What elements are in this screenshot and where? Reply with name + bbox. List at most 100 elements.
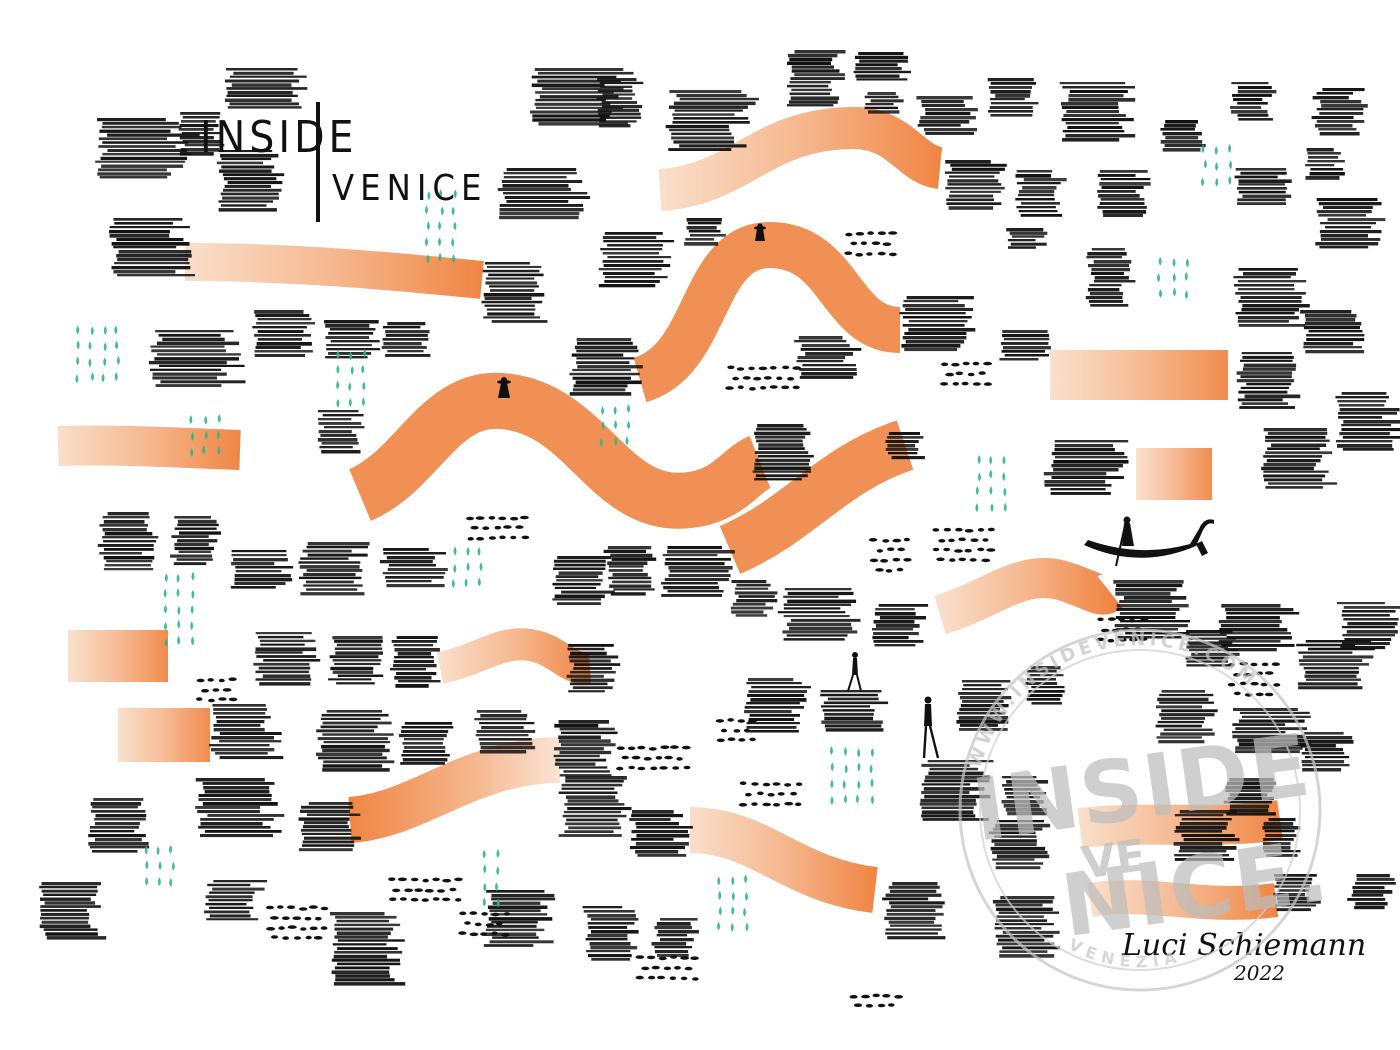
ink-brush-block (328, 636, 384, 685)
ink-brush-block (1015, 170, 1067, 217)
orange-canal-stroke (184, 243, 484, 299)
ink-brush-block (882, 882, 946, 940)
dot-cluster (266, 905, 329, 940)
green-drop-cluster (1157, 256, 1189, 300)
title-venice: VENICE (332, 168, 487, 209)
orange-block (118, 708, 210, 762)
ink-brush-block (252, 310, 315, 357)
ink-brush-block (530, 68, 634, 126)
green-drop-cluster (144, 844, 175, 887)
orange-canal-stroke (57, 425, 241, 470)
ink-brush-block (97, 512, 159, 571)
ink-brush-block (298, 802, 361, 852)
ink-brush-block (864, 92, 904, 114)
dot-cluster (466, 515, 530, 541)
dot-cluster (635, 955, 699, 981)
ink-brush-block (379, 548, 448, 588)
dot-cluster (868, 537, 912, 573)
dot-cluster (738, 781, 803, 807)
figures-and-gondola (497, 223, 1214, 759)
ink-brush-block (88, 798, 150, 853)
ink-brush-block (178, 112, 225, 156)
ink-brush-block (1155, 690, 1218, 744)
ink-brush-block (786, 50, 846, 107)
ink-brush-block (298, 542, 370, 596)
ink-brush-block (1234, 168, 1292, 205)
dot-cluster (932, 527, 996, 563)
person-figure (754, 223, 766, 241)
ink-brush-block (1043, 440, 1129, 495)
ink-brush-block (992, 896, 1060, 958)
ink-brush-block (603, 546, 657, 596)
orange-canal-stroke (631, 221, 903, 403)
ink-brush-block (1305, 148, 1345, 180)
ink-brush-block (204, 880, 268, 921)
dot-cluster (844, 231, 898, 257)
ink-brush-block (224, 68, 308, 109)
ink-brush-block (1335, 392, 1400, 451)
dot-cluster (616, 745, 691, 771)
ink-brush-block (777, 588, 861, 641)
ink-brush-block (1218, 604, 1300, 652)
ink-brush-block (1311, 88, 1368, 136)
ink-brush-block (1236, 352, 1301, 409)
ink-brush-block (661, 546, 735, 597)
ink-brush-block (988, 820, 1051, 870)
watermark-line2: VE (1078, 830, 1149, 889)
ink-brush-block (195, 778, 285, 838)
ink-brush-block (569, 338, 643, 396)
ink-brush-block (853, 52, 911, 81)
ink-brush-block (1261, 428, 1338, 489)
ink-brush-block (1085, 248, 1136, 307)
orange-canal-strokes (57, 107, 1283, 920)
orange-block (1136, 448, 1212, 500)
walking-figure (847, 652, 862, 692)
ink-brush-block (684, 218, 726, 246)
artwork-title: INSIDE VENICE (200, 102, 487, 222)
green-drop-cluster (163, 571, 195, 648)
ink-brush-block (1160, 120, 1206, 152)
ink-brush-block (474, 710, 536, 754)
ink-brush-block (820, 690, 889, 732)
ink-brush-block (1300, 732, 1354, 772)
ink-brush-block (651, 918, 699, 957)
ink-brush-block (987, 78, 1039, 117)
ink-brush-block (566, 644, 621, 693)
ink-brush-block (1336, 602, 1400, 650)
green-drop-cluster (975, 455, 1007, 513)
orange-canal-stroke (347, 737, 561, 843)
dot-cluster (388, 877, 463, 902)
ink-brush-block (1347, 874, 1396, 910)
ink-brush-block (1230, 82, 1277, 121)
ink-brush-block (39, 882, 107, 940)
ink-brush-block (596, 78, 644, 128)
ink-brush-block (552, 556, 615, 605)
ink-brush-block (170, 516, 221, 566)
dot-cluster (940, 361, 992, 386)
green-drop-cluster (189, 414, 221, 457)
ink-brush-block (1223, 778, 1277, 816)
ink-brush-block (752, 424, 814, 481)
ink-brush-block (216, 150, 285, 212)
green-drop-cluster (336, 348, 367, 408)
ink-brush-block (956, 680, 1012, 731)
ink-brush-block (629, 810, 693, 857)
orange-canal-stroke (436, 628, 592, 685)
ink-brush-block (1001, 776, 1049, 816)
ink-brush-block (730, 580, 778, 617)
orange-block (68, 630, 168, 682)
ink-brush-block (1300, 310, 1365, 354)
green-drop-cluster (717, 874, 749, 932)
ink-brush-block (999, 330, 1051, 361)
gondola-icon (1084, 516, 1214, 567)
green-drop-cluster (451, 546, 483, 589)
orange-canal-stroke (933, 558, 1123, 635)
ink-brush-block (558, 776, 632, 837)
ink-brush-block (899, 296, 976, 352)
green-drop-cluster (1201, 143, 1233, 187)
ink-brush-block (598, 232, 675, 288)
ink-brush-block (944, 160, 1007, 210)
orange-block (1050, 350, 1228, 400)
ink-brush-block (1315, 198, 1386, 249)
